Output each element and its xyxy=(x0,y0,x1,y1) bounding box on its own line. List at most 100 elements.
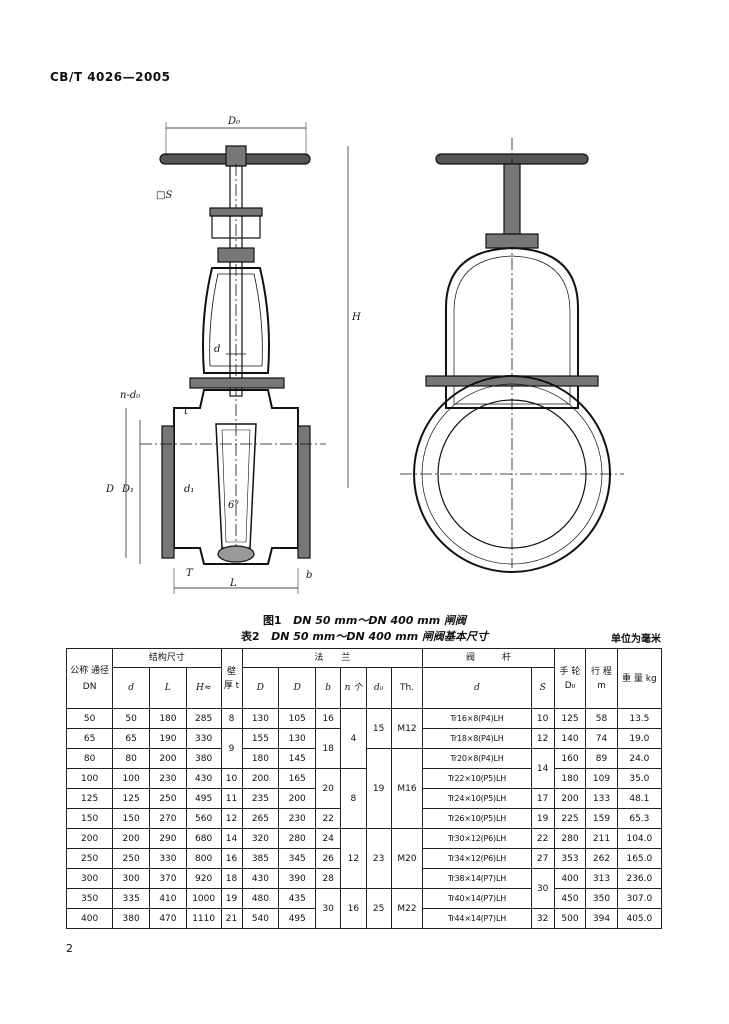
table-cell: 21 xyxy=(220,908,243,929)
table-cell: 30 xyxy=(315,888,342,929)
table-cell: 16 xyxy=(315,708,342,729)
table-cell: 435 xyxy=(278,888,317,909)
table-row: 100 100 230 430 10 200 165 20 8 Tr22×10(… xyxy=(65,768,663,829)
table-row: 125 125 250 495 11 235 200 Tr24×10(P5)LH… xyxy=(65,788,663,809)
label-D: D xyxy=(105,484,114,495)
table-cell: 920 xyxy=(185,868,222,889)
table-cell: 8 xyxy=(340,768,367,829)
table-cell: 300 xyxy=(65,868,114,889)
table-cell: 330 xyxy=(149,848,187,869)
table-cell: M12 xyxy=(390,708,424,749)
table-cell: 353 xyxy=(553,848,587,869)
table-cell: 405.0 xyxy=(616,908,663,929)
table-cell: 230 xyxy=(149,768,187,789)
table-cell: 9 xyxy=(220,728,243,769)
table-cell: 80 xyxy=(65,748,114,769)
table-cell: 125 xyxy=(65,788,114,809)
table-cell: 27 xyxy=(530,848,555,869)
table-cell: 19 xyxy=(220,888,243,909)
table-cell: 200 xyxy=(278,788,317,809)
table-cell: 18 xyxy=(315,728,342,769)
figure-title: DN 50 mm～DN 400 mm 闸阀 xyxy=(293,614,467,627)
table-cell: 180 xyxy=(149,708,187,729)
table-cell: 26 xyxy=(315,848,342,869)
table-row: 200 200 290 680 14 320 280 24 12 23 M20 … xyxy=(65,828,663,889)
table-cell: 285 xyxy=(185,708,222,729)
figure-number: 图1 xyxy=(262,614,282,627)
table-cell: 65 xyxy=(65,728,114,749)
table-cell: Tr26×10(P5)LH xyxy=(422,808,532,829)
table-cell: 236.0 xyxy=(616,868,663,889)
table-cell: 1110 xyxy=(185,908,222,929)
standard-header: CB/T 4026—2005 xyxy=(50,70,171,84)
table-row: 300 300 370 920 18 430 390 28 Tr38×14(P7… xyxy=(65,868,663,909)
table-cell: 50 xyxy=(65,708,114,729)
table-cell: 450 xyxy=(553,888,587,909)
table-cell: 19.0 xyxy=(616,728,663,749)
table-cell: 190 xyxy=(149,728,187,749)
table-cell: 335 xyxy=(112,888,151,909)
table-cell: 35.0 xyxy=(616,768,663,789)
table-cell: 390 xyxy=(278,868,317,889)
table-row: 350 335 410 1000 19 480 435 30 16 25 M22… xyxy=(65,888,663,929)
gate-valve-drawing: D₀ □S H d n-d₀ t D D₁ d₁ 6° T b L xyxy=(105,116,624,594)
table-cell: 130 xyxy=(278,728,317,749)
table-cell: 133 xyxy=(585,788,618,809)
table-cell: 200 xyxy=(65,828,114,849)
table-cell: 22 xyxy=(315,808,342,829)
table-cell: 165.0 xyxy=(616,848,663,869)
table-cell: 394 xyxy=(585,908,618,929)
label-t: t xyxy=(184,406,189,417)
table-row: 250 250 330 800 16 385 345 26 Tr34×12(P6… xyxy=(65,848,663,869)
table-cell: 150 xyxy=(65,808,114,829)
table-cell: Tr30×12(P6)LH xyxy=(422,828,532,849)
th-travel: 行 程 m xyxy=(585,648,618,709)
table-cell: 11 xyxy=(220,788,243,809)
table-cell: 180 xyxy=(553,768,587,789)
table-cell: 430 xyxy=(241,868,280,889)
table-cell: 16 xyxy=(340,888,367,929)
label-T: T xyxy=(186,568,194,579)
table-cell: 410 xyxy=(149,888,187,909)
label-S: □S xyxy=(156,190,172,201)
table-cell: 100 xyxy=(112,768,151,789)
th-mass: 重 量 kg xyxy=(616,648,663,709)
table-cell: Tr24×10(P5)LH xyxy=(422,788,532,809)
th-D: D xyxy=(241,667,280,709)
table-cell: 8 xyxy=(220,708,243,729)
th-H: H≈ xyxy=(185,667,222,709)
table-cell: 140 xyxy=(553,728,587,749)
label-H: H xyxy=(351,312,361,323)
table-cell: M22 xyxy=(390,888,424,929)
table-cell: 250 xyxy=(149,788,187,809)
th-D1: D xyxy=(278,667,317,709)
table-cell: 262 xyxy=(585,848,618,869)
table-cell: 400 xyxy=(553,868,587,889)
table-cell: 290 xyxy=(149,828,187,849)
label-L: L xyxy=(229,578,237,589)
figure-caption: 图1 DN 50 mm～DN 400 mm 闸阀 xyxy=(0,612,729,628)
label-D0: D₀ xyxy=(227,116,240,127)
table-cell: 370 xyxy=(149,868,187,889)
table-cell: Tr38×14(P7)LH xyxy=(422,868,532,889)
table-cell: 155 xyxy=(241,728,280,749)
table-cell: 350 xyxy=(585,888,618,909)
page-number: 2 xyxy=(66,942,73,955)
th-stem-d: d xyxy=(422,667,532,709)
table-cell: 313 xyxy=(585,868,618,889)
table-cell: 65.3 xyxy=(616,808,663,829)
table-cell: 160 xyxy=(553,748,587,769)
table-cell: 235 xyxy=(241,788,280,809)
label-d: d xyxy=(214,344,220,355)
table-cell: 14 xyxy=(530,748,555,789)
table-header-row-1: 公称 通径 DN 结构尺寸 壁 厚 t 法 兰 阀 杆 手 轮 D₀ 行 程 m… xyxy=(65,648,663,709)
table-cell: 145 xyxy=(278,748,317,769)
table-cell: 24 xyxy=(315,828,342,849)
table-cell: 12 xyxy=(340,828,367,889)
table-cell: 200 xyxy=(149,748,187,769)
table-cell: 495 xyxy=(185,788,222,809)
table-cell: 350 xyxy=(65,888,114,909)
table-cell: 307.0 xyxy=(616,888,663,909)
table-cell: 1000 xyxy=(185,888,222,909)
table-cell: 20 xyxy=(315,768,342,809)
